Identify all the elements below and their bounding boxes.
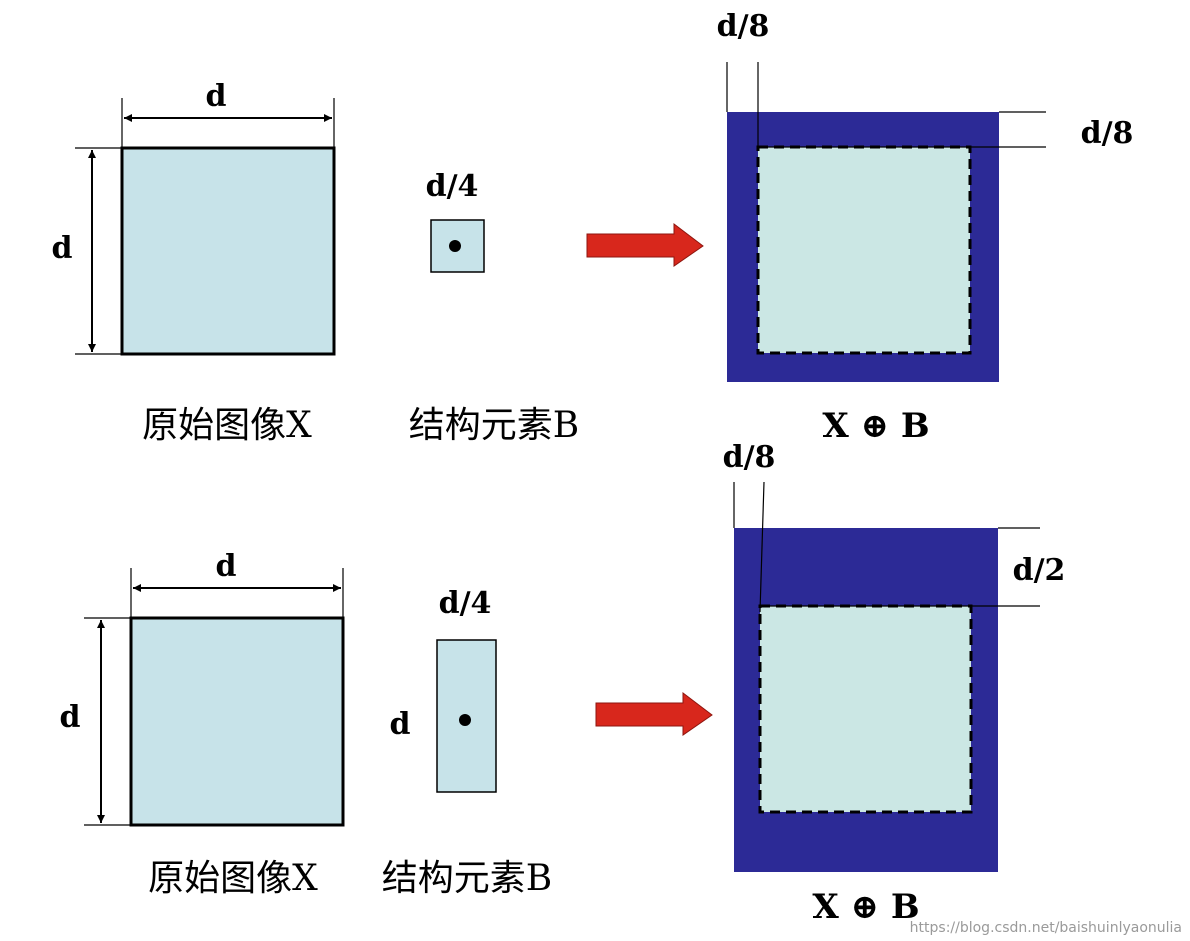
bottom-element-width-label: d/4	[439, 586, 492, 621]
bottom-result-top-label: d/8	[723, 440, 776, 475]
top-red-arrow	[586, 222, 704, 267]
csdn-watermark: https://blog.csdn.net/baishuinlyaonulia	[910, 920, 1182, 936]
bottom-result-caption: X ⊕ B	[812, 887, 919, 927]
bottom-element-height-label: d	[390, 707, 411, 742]
bottom-element-caption: 结构元素B	[382, 858, 552, 899]
bottom-element-origin-dot	[459, 714, 471, 726]
top-structuring-element: d/4 结构元素B	[409, 169, 579, 446]
top-element-origin-dot	[449, 240, 461, 252]
bottom-result-image: d/8 d/2 X ⊕ B	[723, 440, 1066, 927]
bottom-result-original-region	[758, 604, 973, 814]
top-result-original-region	[756, 145, 972, 355]
top-result-caption: X ⊕ B	[822, 406, 929, 446]
top-element-caption: 结构元素B	[409, 405, 579, 446]
bottom-arrow	[595, 691, 713, 736]
top-original-caption: 原始图像X	[142, 405, 312, 446]
top-result-image: d/8 d/8 X ⊕ B	[717, 9, 1134, 446]
bottom-result-guide-vertical-inner	[759, 481, 765, 613]
top-element-square	[430, 219, 485, 273]
bottom-height-label: d	[60, 700, 81, 735]
bottom-width-label: d	[216, 549, 237, 584]
bottom-original-image: d d 原始图像X	[60, 549, 345, 899]
bottom-original-square	[129, 616, 345, 827]
top-original-square	[120, 146, 336, 356]
bottom-structuring-element: d/4 d 结构元素B	[382, 586, 552, 899]
bottom-red-arrow	[595, 691, 713, 736]
top-original-image: d d 原始图像X	[52, 79, 336, 446]
top-width-label: d	[206, 79, 227, 114]
top-arrow	[586, 222, 704, 267]
bottom-original-caption: 原始图像X	[148, 858, 318, 899]
top-result-right-label: d/8	[1081, 116, 1134, 151]
bottom-result-right-label: d/2	[1013, 553, 1066, 588]
top-result-top-label: d/8	[717, 9, 770, 44]
top-height-label: d	[52, 231, 73, 266]
top-element-size-label: d/4	[426, 169, 479, 204]
